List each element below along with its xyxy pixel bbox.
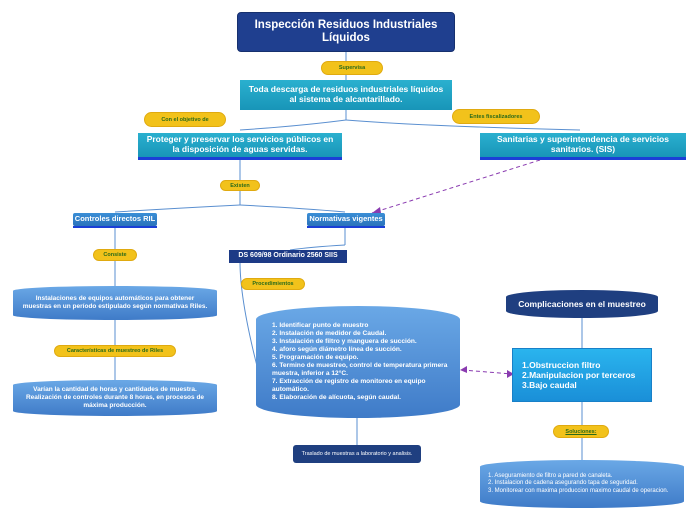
underline-bar [307, 226, 385, 228]
soluciones-cylinder: 1. Aseguramiento de filtro a pared de ca… [480, 460, 684, 508]
instalaciones-cylinder: Instalaciones de equipos automáticos par… [13, 286, 217, 320]
proteger-node: Proteger y preservar los servicios públi… [138, 133, 342, 160]
ds-node: DS 609/98 Ordinario 2560 SIIS [229, 250, 347, 263]
varian-cylinder: Varían la cantidad de horas y cantidades… [13, 380, 217, 416]
normativas-node: Normativas vigentes [307, 213, 385, 228]
link-label-caracteristicas: Características de muestreo de Riles [54, 345, 176, 357]
procedimiento-steps-cylinder: 1. Identificar punto de muestro 2. Insta… [256, 306, 460, 418]
underline-bar [73, 226, 157, 228]
link-label-consiste: Consiste [93, 249, 137, 261]
link-label-existen: Existen [220, 180, 260, 191]
link-label-objetivo: Con el objetivo de [144, 112, 226, 127]
sanitarias-node: Sanitarias y superintendencia de servici… [480, 133, 686, 160]
complicaciones-list: 1.Obstruccion filtro 2.Manipulacion por … [512, 348, 652, 402]
link-label-entes: Entes fiscalizadores [452, 109, 540, 124]
page-title-text: Inspección Residuos Industriales Líquido… [254, 18, 438, 44]
link-label-procedimientos: Procedimientos [241, 278, 305, 290]
underline-bar [138, 157, 342, 160]
complicaciones-title: Complicaciones en el muestreo [506, 290, 658, 318]
link-label-supervisa: Supervisa [321, 61, 383, 75]
link-label-soluciones: Soluciones: [553, 425, 609, 438]
page-title: Inspección Residuos Industriales Líquido… [237, 12, 455, 52]
root-concept: Toda descarga de residuos industriales l… [240, 80, 452, 110]
controles-node: Controles directos RIL [73, 213, 157, 228]
underline-bar [480, 157, 686, 160]
traslado-node: Traslado de muestras a laboratorio y ana… [293, 445, 421, 463]
